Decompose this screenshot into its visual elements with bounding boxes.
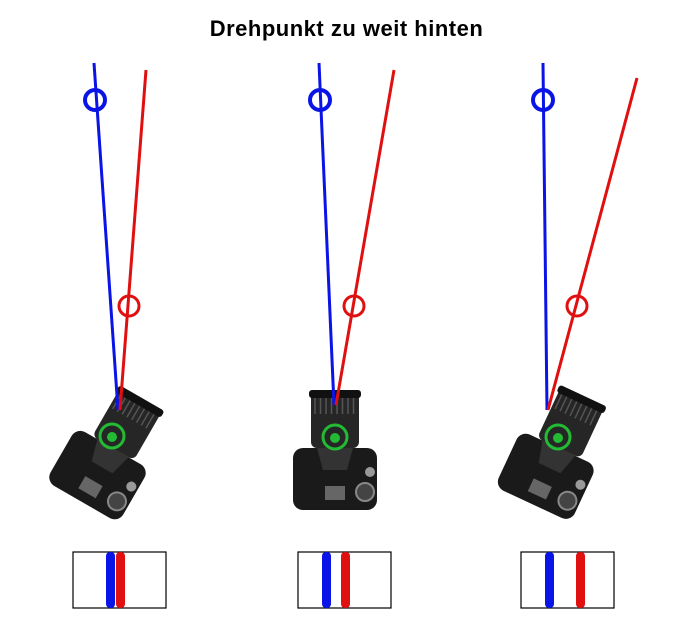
blue-sight-line: [317, 62, 336, 406]
mode-dial: [557, 490, 578, 511]
red-sight-line: [334, 69, 396, 406]
red-object-bar: [116, 552, 125, 608]
red-target-marker: [565, 294, 589, 318]
pivot-point-ring: [544, 423, 572, 451]
lens-front-ring: [116, 386, 164, 417]
red-target-marker: [117, 294, 141, 318]
mode-dial: [355, 482, 375, 502]
blue-object-bar: [106, 552, 115, 608]
pivot-point-dot: [330, 433, 340, 443]
camera-icon: [497, 385, 606, 519]
shutter-button: [575, 479, 586, 490]
shutter-button: [365, 467, 375, 477]
panel-left: [49, 62, 167, 609]
lens-grip-line: [564, 398, 573, 414]
red-sight-line: [118, 69, 148, 411]
mode-dial: [106, 491, 127, 512]
red-object-bar: [576, 552, 585, 608]
pivot-point-ring: [98, 422, 126, 450]
red-sight-line: [546, 77, 639, 411]
camera-prism: [538, 440, 576, 474]
camera-prism: [317, 448, 353, 470]
blue-target-marker: [531, 88, 555, 112]
camera-icon: [49, 386, 164, 520]
shutter-button: [126, 481, 137, 492]
pivot-point-dot: [107, 432, 117, 442]
lens-grip-line: [135, 408, 146, 423]
lens-grip-line: [589, 410, 598, 426]
pivot-point-dot: [553, 433, 563, 443]
blue-target-marker: [308, 88, 332, 112]
lens-grip-line: [574, 403, 583, 419]
hot-shoe: [325, 486, 345, 500]
lens-grip-line: [554, 394, 563, 410]
red-target-marker: [342, 294, 366, 318]
lens-front-ring: [557, 385, 606, 413]
red-object-bar: [341, 552, 350, 608]
pivot-point-ring: [321, 423, 349, 451]
lens-grip-line: [569, 401, 578, 417]
lens-grip-line: [559, 396, 568, 412]
lens-grip-line: [126, 402, 136, 418]
blue-sight-line: [92, 62, 120, 411]
hot-shoe: [78, 476, 103, 499]
camera-prism: [91, 439, 129, 474]
diagram-title: Drehpunkt zu weit hinten: [209, 16, 484, 41]
blue-object-bar: [545, 552, 554, 608]
lens-grip-line: [131, 405, 141, 421]
lens-grip-line: [140, 411, 150, 426]
blue-object-bar: [322, 552, 331, 608]
panel-right: [497, 62, 639, 609]
result-frame: [520, 551, 615, 609]
hot-shoe: [527, 478, 552, 500]
lens-grip-line: [584, 408, 593, 424]
lens-grip-line: [145, 413, 155, 429]
panel-center: [293, 62, 396, 609]
blue-target-marker: [83, 88, 107, 112]
blue-sight-line: [541, 62, 549, 411]
lens-grip-line: [121, 400, 131, 415]
lens-grip-line: [579, 405, 588, 421]
